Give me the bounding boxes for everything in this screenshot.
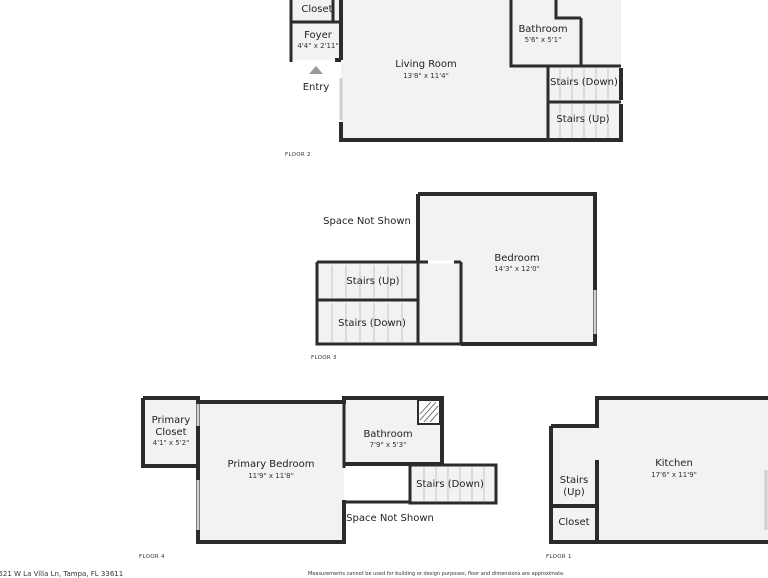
stairs-down-label: Stairs (Down) <box>416 479 484 490</box>
bedroom-dimensions: 14'3" x 12'0" <box>494 265 540 273</box>
stairs-up-label: Stairs (Up) <box>556 114 610 125</box>
bathroom-dimensions: 5'6" x 5'1" <box>524 36 562 44</box>
floor-2-walls <box>289 0 623 142</box>
foyer-label: Foyer <box>304 30 332 41</box>
closet-label: Closet <box>558 517 590 528</box>
space-not-shown-label: Space Not Shown <box>346 513 434 524</box>
floor-4-stairs-treads <box>423 467 485 501</box>
floor-2-tag: FLOOR 2 <box>285 152 311 158</box>
primary-closet-label-line1: Primary <box>151 415 191 426</box>
bathroom-dimensions: 7'9" x 5'3" <box>369 441 407 449</box>
foyer-dimensions: 4'4" x 2'11" <box>297 42 339 50</box>
living-room-label: Living Room <box>395 59 457 70</box>
stairs-down-label: Stairs (Down) <box>338 318 406 329</box>
floor-2-stairs-treads <box>559 68 609 138</box>
stairs-up-label-line1: Stairs <box>559 475 589 486</box>
living-room-dimensions: 13'8" x 11'4" <box>403 72 449 80</box>
primary-bedroom-label: Primary Bedroom <box>227 459 315 470</box>
bathroom-label: Bathroom <box>518 24 568 35</box>
floor-1-tag: FLOOR 1 <box>546 554 572 560</box>
kitchen-dimensions: 17'6" x 11'9" <box>651 471 697 479</box>
space-not-shown-label: Space Not Shown <box>323 216 411 227</box>
stairs-down-label: Stairs (Down) <box>550 77 618 88</box>
floor-3-stairs-treads <box>331 265 403 342</box>
stairs-up-label-line2: (Up) <box>563 487 585 498</box>
disclaimer-text: Measurements cannot be used for building… <box>308 571 565 577</box>
stairs-up-label: Stairs (Up) <box>346 276 400 287</box>
primary-bedroom-dimensions: 11'9" x 11'8" <box>248 472 294 480</box>
floor-3-tag: FLOOR 3 <box>311 355 337 361</box>
floor-4-tag: FLOOR 4 <box>139 554 165 560</box>
address-text: 4521 W La Villa Ln, Tampa, FL 33611 <box>0 570 124 578</box>
entry-label: Entry <box>302 82 330 93</box>
primary-closet-dimensions: 4'1" x 5'2" <box>152 439 190 447</box>
bedroom-label: Bedroom <box>494 253 540 264</box>
bathroom-label: Bathroom <box>363 429 413 440</box>
closet-label: Closet <box>301 4 333 15</box>
floor-3-walls <box>315 192 597 346</box>
floor-4-walls <box>141 396 498 544</box>
entry-arrow-icon <box>309 66 323 74</box>
floor-4-hatch <box>419 401 439 423</box>
floor-1-walls <box>549 396 768 544</box>
kitchen-label: Kitchen <box>655 458 693 469</box>
primary-closet-label-line2: Closet <box>155 427 187 438</box>
